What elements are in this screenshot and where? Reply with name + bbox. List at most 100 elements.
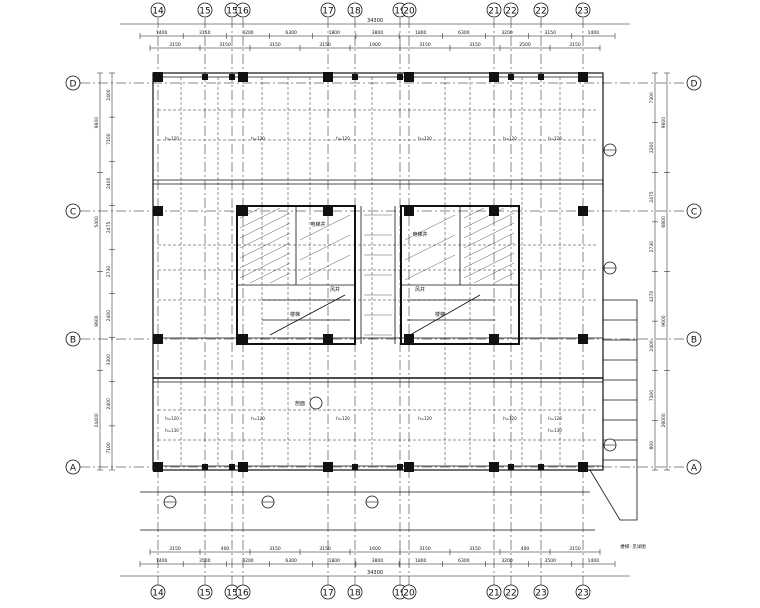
dimension-text-top: 3200 <box>501 30 513 36</box>
dimension-text-right-total: 26000 <box>661 413 667 427</box>
axis-label-bottom: 16 <box>237 589 249 599</box>
axis-label-bottom: 15 <box>199 589 210 599</box>
dimension-text-bottom: 1400 <box>156 558 168 564</box>
axis-label-top: 18 <box>349 7 361 17</box>
axis-label-bottom: 15 <box>226 589 237 599</box>
axis-bubble-row <box>686 203 702 219</box>
axis-label-row: D <box>691 80 698 90</box>
dimension-text-right: 2200 <box>649 142 655 154</box>
structural-column <box>489 462 499 472</box>
dimension-text-bottom: 1400 <box>588 558 600 564</box>
axis-bubble-top <box>320 2 336 18</box>
slab-thickness-note: h=120 <box>251 416 265 421</box>
axis-label-row: D <box>70 80 77 90</box>
dimension-text-right: 4270 <box>649 290 655 302</box>
axis-bubble-row <box>686 75 702 91</box>
slab-thickness-note: h=120 <box>503 136 517 141</box>
dimension-text-left: 2400 <box>106 310 112 322</box>
dimension-text-top: 3150 <box>169 42 181 48</box>
dimension-text-bottom: 3150 <box>269 546 281 552</box>
axis-bubble-top <box>486 2 502 18</box>
axis-label-row: A <box>691 464 698 474</box>
axis-label-bottom: 14 <box>152 589 164 599</box>
structural-column <box>238 72 248 82</box>
dimension-text-top: 3150 <box>219 42 231 48</box>
axis-label-top: 22 <box>505 7 516 17</box>
dimension-text-bottom: 3200 <box>501 558 513 564</box>
room-label: 风井 <box>330 286 340 293</box>
dimension-text-top: 6300 <box>285 30 297 36</box>
axis-label-top: 21 <box>488 7 499 17</box>
exterior-ramp <box>589 299 638 521</box>
structural-column <box>153 462 163 472</box>
dimension-text-top: 3150 <box>545 30 557 36</box>
structural-column <box>153 206 163 216</box>
axis-bubble-top <box>575 2 591 18</box>
bottom-note: 楼梯: 见详图 <box>620 543 646 550</box>
axis-bubble-row <box>686 331 702 347</box>
axis-label-top: 15 <box>199 7 210 17</box>
dimension-text-bottom: 6300 <box>458 558 470 564</box>
structural-column <box>404 206 414 216</box>
axis-label-top: 20 <box>403 7 415 17</box>
slab-thickness-note: h=120 <box>165 416 179 421</box>
structural-column <box>397 74 403 80</box>
shaft-hatch <box>239 207 515 336</box>
structural-column <box>508 74 514 80</box>
axis-label-bottom: 21 <box>488 589 499 599</box>
slab-thickness-note: h=120 <box>336 416 350 421</box>
structural-column <box>229 74 235 80</box>
axis-bubble-row <box>65 75 81 91</box>
axis-label-row: C <box>70 208 76 218</box>
dimension-text-top: 3800 <box>372 30 384 36</box>
dimension-text-bottom: 3150 <box>419 546 431 552</box>
room-label: 楼梯 <box>435 311 445 318</box>
slab-thickness-note: h=120 <box>548 416 562 421</box>
axis-label-bottom: 17 <box>322 589 333 599</box>
structural-column <box>489 334 499 344</box>
axis-bubble-bottom <box>197 584 213 600</box>
structural-column <box>238 206 248 216</box>
axis-label-bottom: 20 <box>403 589 415 599</box>
dimension-text-bottom: 1800 <box>415 558 427 564</box>
axis-label-top: 15 <box>226 7 237 17</box>
axis-label-row: B <box>70 336 76 346</box>
axis-label-bottom: 23 <box>577 589 588 599</box>
overall-dimension-bottom: 34300 <box>367 570 383 576</box>
section-mark-text: 剖面 <box>295 400 305 407</box>
dimension-text-top: 1400 <box>156 30 168 36</box>
structural-column <box>202 464 208 470</box>
dimension-text-bottom: 3500 <box>199 558 211 564</box>
dimension-text-right: 2475 <box>649 191 655 203</box>
dimension-text-top: 3200 <box>242 30 254 36</box>
dimension-text-top: 1800 <box>415 30 427 36</box>
room-label: 电梯井 <box>412 231 427 238</box>
axis-bubble-bottom <box>401 584 417 600</box>
dimension-text-right: 7100 <box>649 390 655 402</box>
dimension-text-left: 2400 <box>106 89 112 101</box>
dimension-text-bottom: 6300 <box>285 558 297 564</box>
dimension-text-top: 1400 <box>588 30 600 36</box>
dimension-text-bottom: 3150 <box>169 546 181 552</box>
structural-column <box>404 334 414 344</box>
axis-label-bottom: 18 <box>349 589 361 599</box>
dimension-text-left: 7100 <box>106 442 112 454</box>
structural-column <box>578 334 588 344</box>
slab-thickness-note: h=120 <box>165 136 179 141</box>
dimension-text-top: 3150 <box>319 42 331 48</box>
axis-bubble-bottom <box>503 584 519 600</box>
axis-label-top: 23 <box>577 7 588 17</box>
dimension-text-top: 1800 <box>329 30 341 36</box>
dimension-text-left: 2475 <box>106 222 112 234</box>
structural-column <box>238 334 248 344</box>
structural-column <box>323 334 333 344</box>
dimension-text-top: 6300 <box>458 30 470 36</box>
axis-bubble-bottom <box>533 584 549 600</box>
dimension-text-top: 1900 <box>369 42 381 48</box>
structural-column <box>352 464 358 470</box>
axis-bubble-top <box>401 2 417 18</box>
axis-label-bottom: 19 <box>394 589 406 599</box>
dimension-text-right-total: 9600 <box>661 315 667 327</box>
dimension-text-bottom: 3150 <box>569 546 581 552</box>
